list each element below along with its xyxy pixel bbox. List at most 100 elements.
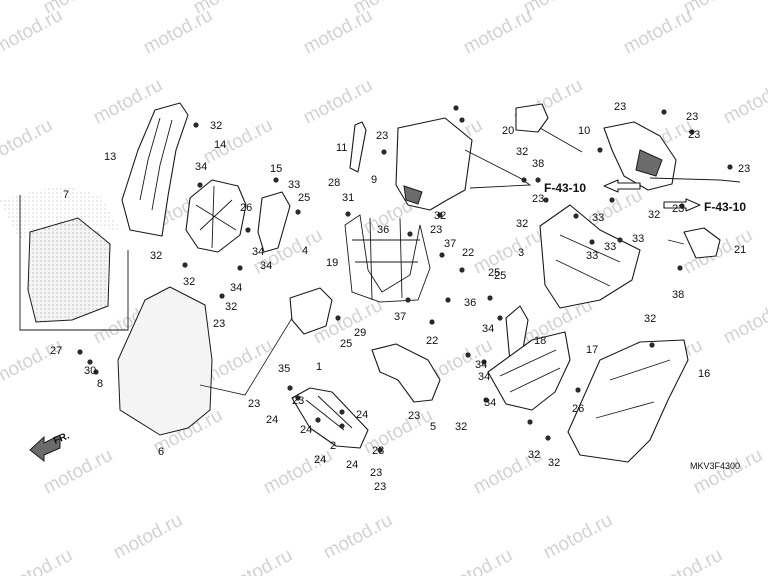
part-callout: 36 [464, 297, 476, 309]
part-callout: 36 [377, 224, 389, 236]
part-callout: 34 [482, 323, 494, 335]
part-callout: 24 [346, 459, 358, 471]
fastener [219, 293, 225, 299]
part-callout: 14 [214, 139, 226, 151]
part-callout: 17 [586, 344, 598, 356]
part-callout: 22 [426, 335, 438, 347]
part-callout: 32 [644, 313, 656, 325]
part-callout: 29 [354, 327, 366, 339]
part-callout: 13 [104, 151, 116, 163]
small-cover [289, 287, 333, 335]
part-callout: 23 [213, 318, 225, 330]
mirror-left [515, 103, 583, 153]
fastener [661, 109, 667, 115]
mirror-right [667, 227, 721, 259]
part-callout: 23 [292, 395, 304, 407]
fastener [237, 265, 243, 271]
part-callout: 23 [408, 410, 420, 422]
part-callout: 23 [430, 224, 442, 236]
fastener [245, 227, 251, 233]
part-callout: 3 [518, 247, 524, 259]
fastener [405, 297, 411, 303]
windscreen-rear [0, 185, 129, 331]
part-callout: 24 [314, 454, 326, 466]
part-callout: 19 [326, 257, 338, 269]
fastener [649, 342, 655, 348]
fastener [193, 122, 199, 128]
part-callout: 23 [374, 481, 386, 493]
part-callout: 23 [370, 467, 382, 479]
fastener [182, 262, 188, 268]
part-callout: 21 [734, 244, 746, 256]
fastener [465, 352, 471, 358]
fastener [437, 212, 443, 218]
fastener-group [77, 105, 733, 453]
part-callout: 23 [688, 129, 700, 141]
ref-arrow-left [603, 179, 641, 193]
fastener [381, 149, 387, 155]
front-direction-arrow [29, 434, 61, 463]
part-callout: 25 [494, 270, 506, 282]
part-callout: 34 [478, 371, 490, 383]
fastener [483, 397, 489, 403]
fastener [77, 349, 83, 355]
fastener [609, 197, 615, 203]
part-callout: 33 [288, 179, 300, 191]
fastener [87, 359, 93, 365]
part-callout: 24 [266, 414, 278, 426]
fastener [573, 213, 579, 219]
part-callout: 18 [534, 335, 546, 347]
part-callout: 34 [260, 260, 272, 272]
part-callout: 32 [516, 218, 528, 230]
bracket-left [185, 179, 291, 253]
fastener [295, 395, 301, 401]
fastener [727, 164, 733, 170]
part-callout: 32 [150, 250, 162, 262]
duct-panel [371, 343, 441, 403]
fastener [527, 419, 533, 425]
part-callout: 25 [340, 338, 352, 350]
fastener [487, 295, 493, 301]
part-callout: 32 [434, 210, 446, 222]
part-callout: 31 [342, 192, 354, 204]
fastener [93, 369, 99, 375]
part-callout: 33 [586, 250, 598, 262]
part-callout: 33 [592, 212, 604, 224]
reference-label-left: F-43-10 [544, 181, 586, 195]
part-callout: 23 [672, 203, 684, 215]
part-callout: 32 [528, 449, 540, 461]
fastener [521, 177, 527, 183]
part-callout: 1 [316, 361, 322, 373]
fastener [445, 297, 451, 303]
fastener [679, 203, 685, 209]
windscreen-front [117, 286, 301, 436]
fastener [335, 315, 341, 321]
fastener [689, 129, 695, 135]
fastener [273, 177, 279, 183]
part-callout: 25 [298, 192, 310, 204]
part-callout: 26 [572, 403, 584, 415]
part-callout: 37 [444, 238, 456, 250]
fastener [287, 385, 293, 391]
part-callout: 23 [686, 111, 698, 123]
part-callout: 24 [300, 424, 312, 436]
part-callout: 33 [632, 233, 644, 245]
fastener [429, 319, 435, 325]
part-callout: 23 [532, 193, 544, 205]
inner-panel-right [487, 305, 571, 411]
part-callout: 34 [230, 282, 242, 294]
part-callout: 26 [240, 202, 252, 214]
part-callout: 15 [270, 163, 282, 175]
small-stay [349, 121, 367, 173]
fastener [315, 417, 321, 423]
part-callout: 32 [183, 276, 195, 288]
part-callout: 23 [614, 101, 626, 113]
part-callout: 30 [84, 365, 96, 377]
fastener [345, 211, 351, 217]
part-callout: 32 [225, 301, 237, 313]
side-cowl-right [567, 339, 689, 463]
part-callout: 33 [604, 241, 616, 253]
fastener [543, 197, 549, 203]
